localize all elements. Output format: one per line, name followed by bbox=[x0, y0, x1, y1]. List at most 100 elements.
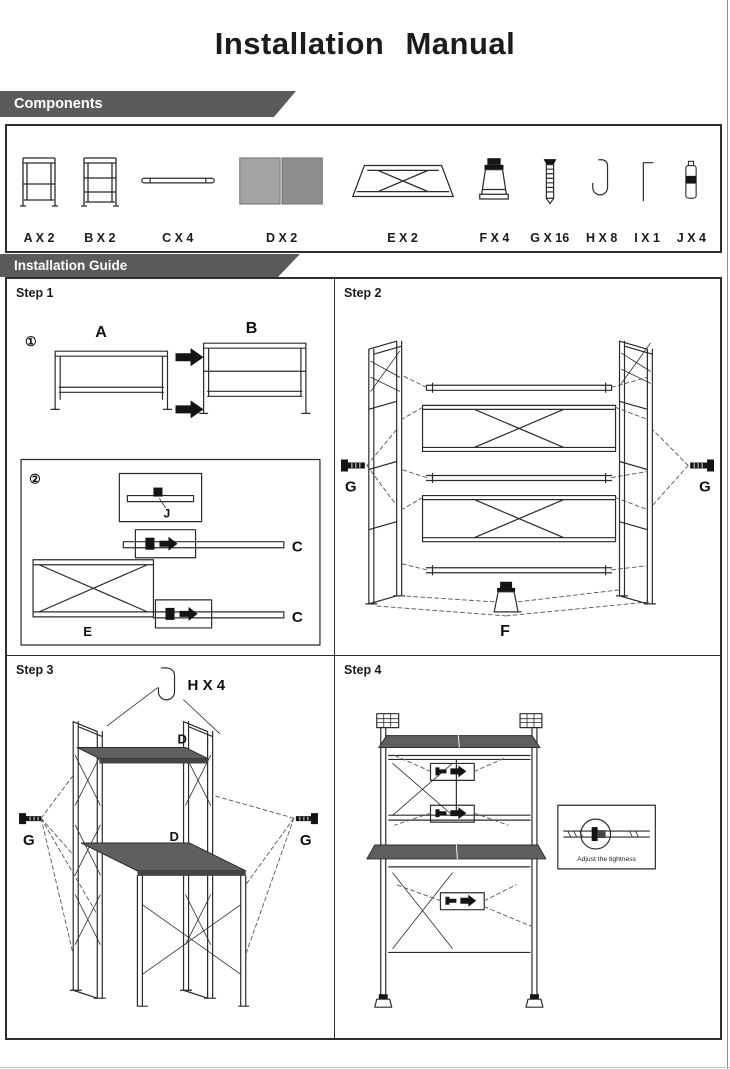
crossbar-2-drawing bbox=[425, 472, 613, 484]
components-banner: Components bbox=[0, 91, 296, 117]
left-side-frame-drawing bbox=[365, 340, 406, 605]
crossbar-3-drawing bbox=[425, 565, 613, 576]
step-1-title: Step 1 bbox=[16, 286, 54, 300]
frame-a-drawing bbox=[50, 350, 173, 410]
foot-f-icon bbox=[493, 581, 522, 613]
cross-brace-e-drawing bbox=[32, 559, 155, 618]
circled-2-marker: ② bbox=[29, 472, 41, 487]
crossbar-1-drawing bbox=[425, 382, 613, 393]
arrow-right-icon bbox=[175, 348, 204, 367]
components-heading: Components bbox=[14, 96, 103, 112]
component-item-j: J X 4 bbox=[677, 134, 706, 245]
frame-a-icon bbox=[20, 156, 58, 207]
components-panel: A X 2 B X 2 C X 4 D X 2 bbox=[5, 124, 722, 253]
hook-leader-lines bbox=[106, 687, 221, 734]
desk-panel-d-bottom-drawing bbox=[80, 842, 247, 876]
front-legs-drawing bbox=[69, 875, 250, 1007]
installation-guide-banner: Installation Guide bbox=[0, 254, 300, 277]
component-item-i: I X 1 bbox=[634, 134, 660, 245]
part-c-bottom-label: C bbox=[292, 609, 303, 626]
part-g-left-label: G bbox=[345, 479, 357, 496]
step-1-diagram: ① A B ② J bbox=[20, 319, 321, 646]
connector-j-inset bbox=[118, 472, 203, 523]
component-j-label: J X 4 bbox=[676, 231, 706, 245]
component-a-label: A X 2 bbox=[23, 231, 55, 245]
connector-icon bbox=[685, 160, 698, 199]
part-j-label: J bbox=[163, 507, 170, 521]
component-item-g: G X 16 bbox=[530, 134, 569, 245]
panel-d-bottom-label: D bbox=[169, 829, 178, 844]
component-item-b: B X 2 bbox=[78, 134, 122, 245]
frame-b-drawing bbox=[198, 342, 311, 414]
part-a-label: A bbox=[95, 323, 107, 341]
component-b-label: B X 2 bbox=[84, 231, 116, 245]
foot-icon bbox=[479, 157, 510, 200]
component-item-c: C X 4 bbox=[139, 134, 217, 245]
step-4-title: Step 4 bbox=[344, 663, 382, 677]
step-4-cell: Step 4 bbox=[335, 656, 720, 1038]
right-side-frame-drawing bbox=[615, 340, 656, 605]
shelf-panel-d-top-drawing bbox=[76, 747, 209, 764]
page-edge-right bbox=[727, 0, 728, 1069]
component-item-d: D X 2 bbox=[234, 134, 330, 245]
page-edge-bottom bbox=[0, 1067, 730, 1068]
part-f-label: F bbox=[500, 623, 510, 640]
tighten-callout-2 bbox=[429, 804, 475, 823]
component-item-e: E X 2 bbox=[347, 134, 459, 245]
component-f-label: F X 4 bbox=[479, 231, 510, 245]
screw-g-right-icon bbox=[295, 813, 318, 825]
panel-pair-icon bbox=[238, 156, 323, 205]
guide-grid: Step 1 ① A B ② bbox=[5, 277, 722, 1040]
step-2-title: Step 2 bbox=[344, 286, 382, 300]
hardware-h-label: H X 4 bbox=[188, 677, 226, 694]
part-e-label: E bbox=[83, 624, 92, 639]
callout-leader-lines bbox=[394, 755, 533, 928]
brace-assembly-1-drawing bbox=[421, 404, 617, 453]
brace-assembly-2-drawing bbox=[421, 494, 617, 543]
component-g-label: G X 16 bbox=[530, 231, 570, 245]
installation-guide-heading: Installation Guide bbox=[14, 258, 128, 273]
component-item-h: H X 8 bbox=[586, 134, 617, 245]
part-g-left-label: G bbox=[23, 832, 35, 849]
component-e-label: E X 2 bbox=[387, 231, 418, 245]
part-c-top-label: C bbox=[292, 539, 303, 556]
step-3-diagram: H X 4 D D bbox=[19, 667, 318, 1007]
arrow-right-icon bbox=[175, 400, 204, 419]
circled-1-marker: ① bbox=[25, 334, 37, 349]
assembly-guide-lines bbox=[401, 374, 648, 571]
step-2-cell: Step 2 bbox=[335, 279, 720, 656]
screw-g-right-lines bbox=[212, 794, 295, 955]
bar-icon bbox=[140, 177, 215, 183]
allen-key-icon bbox=[642, 161, 654, 201]
component-item-f: F X 4 bbox=[475, 134, 513, 245]
tighten-callout-3 bbox=[439, 892, 485, 911]
cross-brace-icon bbox=[351, 164, 454, 197]
bar-c-bottom-drawing bbox=[152, 599, 285, 629]
screw-g-right-lines bbox=[651, 428, 689, 507]
panel-d-top-label: D bbox=[178, 732, 187, 747]
left-tall-frame-drawing bbox=[72, 721, 103, 999]
adjust-zoom-panel bbox=[557, 804, 656, 870]
hook-h-icon bbox=[157, 667, 176, 701]
step-3-title: Step 3 bbox=[16, 663, 54, 677]
part-b-label: B bbox=[246, 319, 258, 337]
frame-b-icon bbox=[80, 156, 119, 207]
part-g-right-label: G bbox=[300, 832, 312, 849]
corner-lattice-right-drawing bbox=[519, 713, 543, 729]
step-2-diagram: G G F bbox=[340, 340, 715, 640]
screw-g-right-icon bbox=[690, 459, 715, 472]
tighten-callout-1 bbox=[429, 762, 475, 781]
adjust-caption: Adjust the tightness bbox=[577, 856, 637, 863]
desk-structure-drawing bbox=[366, 727, 547, 1008]
screw-g-left-lines bbox=[366, 428, 398, 507]
step-4-diagram: Adjust the tightness bbox=[366, 713, 656, 1008]
component-item-a: A X 2 bbox=[17, 134, 61, 245]
part-g-right-label: G bbox=[699, 479, 711, 496]
component-h-label: H X 8 bbox=[586, 231, 618, 245]
screw-g-left-lines bbox=[40, 774, 98, 955]
step-3-cell: Step 3 H X 4 bbox=[7, 656, 335, 1038]
foot-f-lines bbox=[374, 589, 650, 617]
screw-g-left-icon bbox=[19, 813, 42, 825]
corner-lattice-left-drawing bbox=[376, 713, 400, 729]
